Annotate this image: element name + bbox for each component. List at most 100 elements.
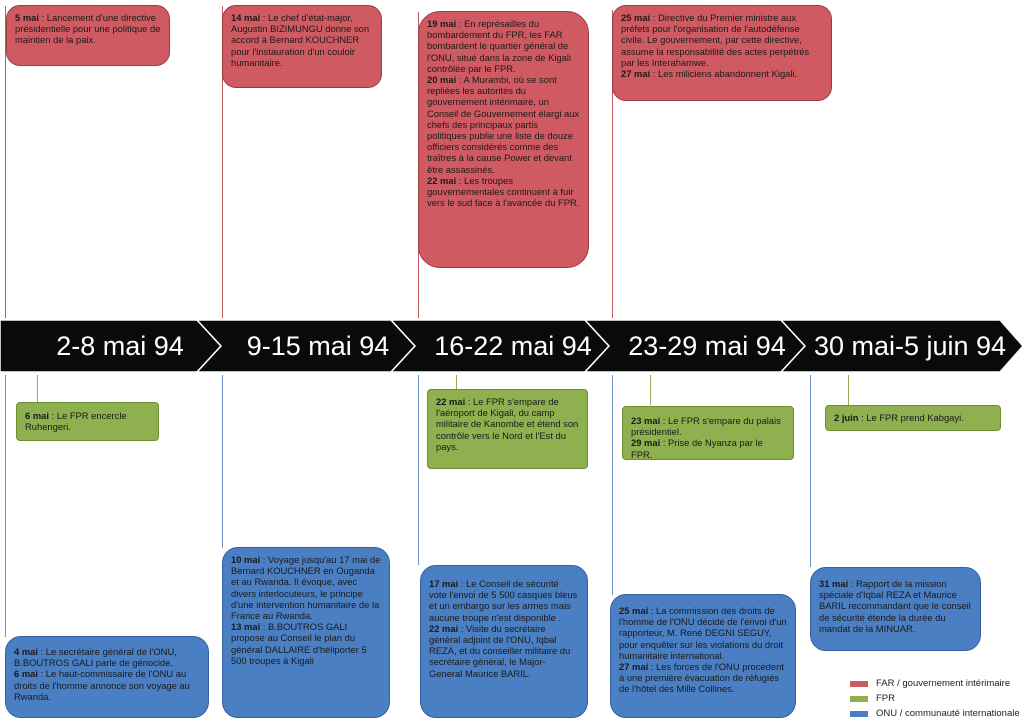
event-date: 29 mai [631,437,661,449]
period-label-3: 16-22 mai 94 [434,331,592,361]
legend-swatch [850,695,868,702]
event-date: 6 mai [14,668,38,680]
event-entry: 25 mai : Directive du Premier ministre a… [621,12,823,68]
event-text: : A Murambi, où se sont repliées les aut… [427,74,580,175]
event-entry: 17 mai : Le Conseil de sécurité vote l'e… [429,578,579,623]
event-date: 31 mai [819,578,849,589]
legend-label: ONU / communauté internationale [876,708,1020,719]
connector-line [612,375,613,595]
legend-swatch [850,680,868,687]
event-date: 5 mai [15,12,39,23]
event-entry: 10 mai : Voyage jusqu'au 17 mai de Berna… [231,554,381,621]
event-date: 20 mai [427,74,457,86]
period-arrow [779,319,1024,373]
event-date: 27 mai [621,68,651,80]
legend-swatch [850,710,868,717]
connector-line [5,375,6,637]
timeline-band [0,317,1024,375]
connector-line [222,6,223,318]
legend-item-far: FAR / gouvernement intérimaire [850,676,1020,691]
event-entry: 6 mai : Le haut-commissaire de l'ONU au … [14,668,200,702]
event-entry: 22 mai : Le FPR s'empare de l'aéroport d… [436,396,579,452]
connector-line [222,375,223,548]
event-date: 22 mai [427,174,457,186]
event-date: 2 juin [834,412,859,423]
far-card-5-mai: 5 mai : Lancement d'une directive présid… [6,5,170,66]
event-text: : Le FPR encercle Ruhengeri. [25,410,127,433]
event-entry: 19 mai : En représailles du bombardement… [427,18,580,74]
event-text: : Rapport de la mission spéciale d'Iqbal… [819,578,971,634]
event-date: 6 mai [25,410,49,421]
event-entry: 23 mai : Le FPR s'empare du palais prési… [631,415,785,437]
event-text: : Les troupes gouvernementales continuen… [427,174,580,209]
event-entry: 5 mai : Lancement d'une directive présid… [15,12,161,46]
connector-line [37,375,38,403]
event-text: : B.BOUTROS GALI propose au Conseil le p… [231,621,367,666]
event-date: 25 mai [621,12,651,23]
far-card-19-22-mai: 19 mai : En représailles du bombardement… [418,11,589,268]
fpr-card-23-29-mai: 23 mai : Le FPR s'empare du palais prési… [622,406,794,460]
connector-line [650,375,651,405]
event-date: 27 mai [619,661,649,673]
fpr-card-6-mai: 6 mai : Le FPR encercle Ruhengeri. [16,402,159,441]
event-date: 19 mai [427,18,457,29]
onu-card-25-27-mai: 25 mai : La commission des droits de l'h… [610,594,796,718]
event-date: 13 mai [231,621,261,633]
event-entry: 22 mai : Visite du secrétaire général ad… [429,623,579,679]
event-text: : Le Conseil de sécurité vote l'envoi de… [429,578,578,623]
event-text: : Les miliciens abandonnent Kigali. [650,68,798,80]
onu-card-4-6-mai: 4 mai : Le secrétaire général de l'ONU, … [5,636,209,718]
fpr-card-22-mai: 22 mai : Le FPR s'empare de l'aéroport d… [427,389,588,469]
event-date: 22 mai [429,622,459,634]
event-entry: 27 mai : Les forces de l'ONU procèdent à… [619,661,787,695]
connector-line [848,375,849,405]
event-entry: 6 mai : Le FPR encercle Ruhengeri. [25,410,150,432]
event-date: 22 mai [436,396,466,407]
event-entry: 4 mai : Le secrétaire général de l'ONU, … [14,646,200,668]
event-text: : Le haut-commissaire de l'ONU au droits… [14,668,190,702]
event-text: : Le chef d'état-major, Augustin BIZIMUN… [231,12,370,68]
period-label-4: 23-29 mai 94 [628,331,786,361]
onu-card-10-13-mai: 10 mai : Voyage jusqu'au 17 mai de Berna… [222,547,390,718]
legend-label: FAR / gouvernement intérimaire [876,678,1011,689]
event-text: : Directive du Premier ministre aux préf… [621,12,810,68]
event-entry: 14 mai : Le chef d'état-major, Augustin … [231,12,373,68]
event-entry: 31 mai : Rapport de la mission spéciale … [819,578,972,634]
event-text: : Lancement d'une directive présidentiel… [15,12,161,46]
connector-line [456,375,457,390]
event-entry: 27 mai : Les miliciens abandonnent Kigal… [621,68,823,79]
event-date: 10 mai [231,554,261,565]
event-entry: 25 mai : La commission des droits de l'h… [619,605,787,661]
onu-card-17-22-mai: 17 mai : Le Conseil de sécurité vote l'e… [420,565,588,718]
event-text: : Les forces de l'ONU procèdent à une pr… [619,661,784,695]
event-entry: 22 mai : Les troupes gouvernementales co… [427,175,580,209]
event-text: : Visite du secrétaire général adjoint d… [429,622,571,679]
connector-line [5,6,6,318]
event-entry: 2 juin : Le FPR prend Kabgayi. [834,412,992,423]
legend-label: FPR [876,693,895,704]
fpr-card-2-juin: 2 juin : Le FPR prend Kabgayi. [825,405,1001,431]
far-card-25-27-mai: 25 mai : Directive du Premier ministre a… [612,5,832,101]
legend-item-fpr: FPR [850,691,1020,706]
event-date: 23 mai [631,415,661,426]
event-text: : Le secrétaire général de l'ONU, B.BOUT… [14,646,177,669]
period-label-2: 9-15 mai 94 [246,331,390,361]
event-text: : Voyage jusqu'au 17 mai de Bernard KOUC… [231,554,381,622]
period-label-1: 2-8 mai 94 [56,331,184,361]
event-text: : Le FPR s'empare du palais présidentiel… [631,415,781,438]
event-date: 25 mai [619,605,649,616]
event-entry: 13 mai : B.BOUTROS GALI propose au Conse… [231,621,381,666]
event-entry: 29 mai : Prise de Nyanza par le FPR. [631,437,785,459]
onu-card-31-mai: 31 mai : Rapport de la mission spéciale … [810,567,981,651]
event-text: : Le FPR s'empare de l'aéroport de Kigal… [436,396,579,452]
event-text: : Le FPR prend Kabgayi. [858,412,964,423]
event-text: : En représailles du bombardement du FPR… [427,18,572,74]
connector-line [418,375,419,565]
legend-item-onu: ONU / communauté internationale [850,706,1020,721]
connector-line [810,375,811,567]
connector-line [612,10,613,318]
event-date: 17 mai [429,578,459,589]
event-text: : Prise de Nyanza par le FPR. [631,437,763,460]
event-text: : La commission des droits de l'homme de… [619,605,787,661]
